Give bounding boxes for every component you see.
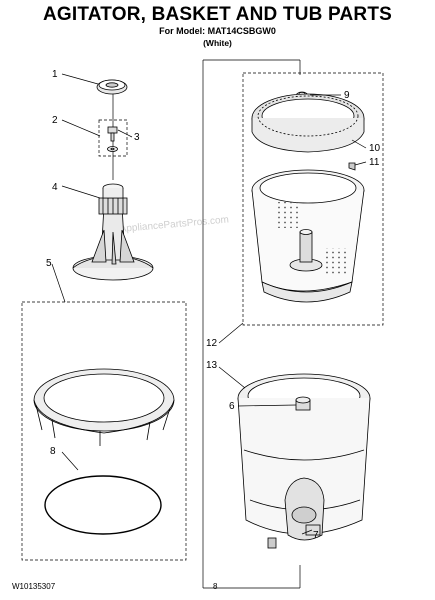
callout-11: 11 bbox=[369, 157, 380, 168]
callout-1: 1 bbox=[52, 69, 58, 80]
callout-7: 7 bbox=[313, 530, 319, 541]
agitator-cap-part bbox=[96, 79, 128, 95]
callout-9: 9 bbox=[344, 90, 350, 101]
callout-5: 5 bbox=[46, 258, 52, 269]
callout-4: 4 bbox=[52, 182, 58, 193]
balance-ring-part bbox=[251, 93, 365, 153]
wash-basket-part bbox=[251, 169, 365, 303]
agitator-bolt-part bbox=[107, 126, 118, 152]
outer-tub-part bbox=[237, 373, 371, 549]
callout-8: 8 bbox=[50, 446, 56, 457]
basket-clip-part bbox=[348, 162, 356, 171]
page-number: 8 bbox=[213, 582, 218, 591]
callout-3: 3 bbox=[134, 132, 140, 143]
model-line: For Model: MAT14CSBGW0 bbox=[159, 26, 276, 36]
gasket-part bbox=[44, 475, 162, 535]
group-boxes bbox=[21, 72, 384, 561]
watermark-text: AppliancePartsPros.com bbox=[119, 214, 229, 235]
callout-6: 6 bbox=[229, 401, 235, 412]
callout-12: 12 bbox=[206, 338, 218, 349]
document-number: W10135307 bbox=[12, 582, 56, 591]
tub-ring-part bbox=[33, 368, 175, 446]
callout-2: 2 bbox=[52, 115, 58, 126]
leader-lines bbox=[51, 73, 367, 535]
color-line: (White) bbox=[203, 38, 232, 48]
connector-lines bbox=[112, 59, 301, 589]
callout-labels: 1 2 3 4 5 6 7 8 9 10 11 12 13 bbox=[46, 69, 381, 541]
callout-10: 10 bbox=[369, 143, 381, 154]
diagram-title: AGITATOR, BASKET AND TUB PARTS bbox=[42, 4, 393, 25]
agitator-part bbox=[72, 183, 154, 281]
callout-13: 13 bbox=[206, 360, 218, 371]
